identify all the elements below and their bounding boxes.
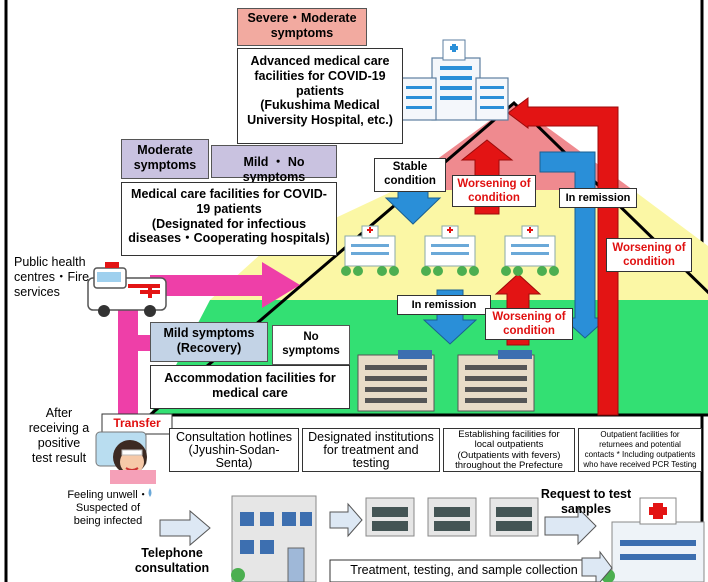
magenta-vertical-bar [118,300,138,415]
telephone-consultation-label: Telephone consultation [134,546,210,575]
hotel-icon [457,350,535,412]
flow-arrow [329,502,363,538]
stable-condition-label: Stable condition [374,158,446,192]
hospital-icon [501,225,559,276]
after-positive-label: After receiving a positive test result [28,406,90,465]
consultation-hotlines-box: Consultation hotlines (Jyushin-Sodan- Se… [169,428,299,472]
mild-no-symptoms-header: Mild ・ No symptoms [211,145,337,184]
worsening-label-mid: Worsening of condition [485,308,573,340]
hotel-icon [427,497,477,537]
worsening-right-arrow [507,97,619,416]
telephone-arrow [159,509,211,547]
severe-header: Severe・Moderate symptoms [237,8,367,46]
hotel-icon [489,497,539,537]
severe-facility-box: Advanced medical care facilities for COV… [237,48,403,144]
no-symptoms-header: No symptoms [272,325,350,365]
treatment-bar-label: Treatment, testing, and sample collectio… [350,563,578,577]
treatment-arrow-head [581,550,613,582]
hospital-icon [401,39,509,121]
request-arrow [544,506,597,546]
feeling-unwell-label: Feeling unwell・ Suspected of being infec… [67,489,149,528]
accommodation-box: Accommodation facilities for medical car… [150,365,350,409]
worsening-label-right: Worsening of condition [606,238,692,272]
designated-institutions-box: Designated institutions for treatment an… [302,428,440,472]
transfer-label: Transfer [113,416,161,430]
returnees-box: Outpatient facilities for returnees and … [578,428,702,472]
hospital-icon [601,497,705,582]
moderate-header: Moderate symptoms [121,139,209,179]
pyramid-outline [145,100,708,417]
ambulance-icon [87,262,167,317]
in-remission-label-mid: In remission [397,295,491,315]
hotel-icon [365,497,415,537]
local-outpatients-box: Establishing facilities for local outpat… [443,428,575,472]
mild-symptoms-header: Mild symptoms (Recovery) [150,322,268,362]
in-remission-label-top: In remission [559,188,637,208]
moderate-facility-box: Medical care facilities for COVID- 19 pa… [121,182,337,256]
request-samples-label: Request to test samples [540,487,632,516]
sick-person-icon [95,431,156,497]
hospital-icon [341,225,399,276]
worsening-label-top: Worsening of condition [452,175,536,207]
hospital-icon [421,225,479,276]
office-building-icon [231,495,317,582]
hotel-icon [357,350,435,412]
public-health-label: Public health centres・Fire services [14,255,90,299]
magenta-arrow-to-moderate [150,262,300,308]
